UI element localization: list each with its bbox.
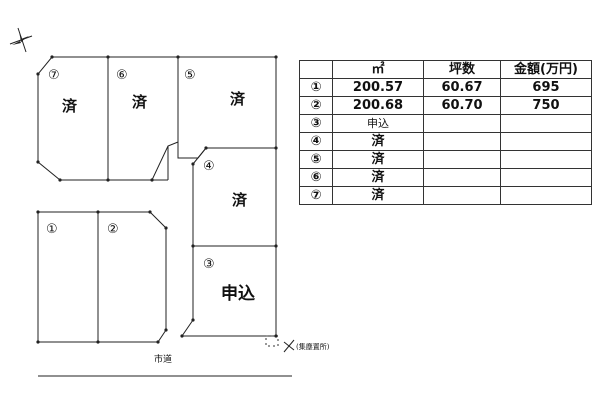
- row-no: ⑥: [299, 168, 333, 187]
- row-no: ①: [299, 78, 333, 97]
- lot-5-number: ⑤: [184, 68, 196, 83]
- row-price: [500, 168, 592, 187]
- table-row: ⑥ 済: [299, 168, 592, 187]
- lot-1-number: ①: [46, 222, 58, 237]
- survey-pins: [36, 55, 278, 344]
- row-sqm: 200.68: [332, 96, 424, 115]
- row-no: ②: [299, 96, 333, 115]
- price-table: ㎡ 坪数 金額(万円) ① 200.57 60.67 695 ② 200.68 …: [299, 60, 592, 205]
- lot-3-status: 申込: [221, 283, 255, 304]
- row-tsubo: 60.70: [423, 96, 501, 115]
- lot-6-number: ⑥: [116, 68, 128, 83]
- row-tsubo: [423, 150, 501, 169]
- row-no: ④: [299, 132, 333, 151]
- lot-7-status: 済: [62, 97, 78, 115]
- row-price: [500, 150, 592, 169]
- row-sqm: 済: [332, 186, 424, 205]
- table-row: ① 200.57 60.67 695: [299, 78, 592, 97]
- lot-5-status: 済: [230, 90, 246, 108]
- table-row: ⑦ 済: [299, 186, 592, 205]
- row-sqm: 済: [332, 150, 424, 169]
- lot-4-status: 済: [232, 191, 248, 209]
- table-row: ③ 申込: [299, 114, 592, 133]
- row-tsubo: [423, 114, 501, 133]
- row-price: 695: [500, 78, 592, 97]
- lot-3-number: ③: [203, 257, 215, 272]
- boundary-markers: [265, 335, 295, 353]
- row-tsubo: 60.67: [423, 78, 501, 97]
- row-tsubo: [423, 168, 501, 187]
- table-row: ② 200.68 60.70 750: [299, 96, 592, 115]
- row-price: [500, 186, 592, 205]
- header-sqm: ㎡: [332, 60, 424, 79]
- header-price: 金額(万円): [500, 60, 592, 79]
- table-row: ④ 済: [299, 132, 592, 151]
- row-sqm: 申込: [332, 114, 424, 133]
- row-price: [500, 114, 592, 133]
- compass-north-arrow-icon: [9, 27, 33, 53]
- row-sqm: 200.57: [332, 78, 424, 97]
- row-tsubo: [423, 132, 501, 151]
- row-sqm: 済: [332, 132, 424, 151]
- header-tsubo: 坪数: [423, 60, 501, 79]
- table-row: ⑤ 済: [299, 150, 592, 169]
- row-price: 750: [500, 96, 592, 115]
- lot-7-number: ⑦: [48, 68, 60, 83]
- row-no: ⑤: [299, 150, 333, 169]
- row-no: ③: [299, 114, 333, 133]
- row-sqm: 済: [332, 168, 424, 187]
- road-label: 市道: [154, 353, 172, 365]
- collection-point-label: (集塵置所): [296, 342, 330, 351]
- row-price: [500, 132, 592, 151]
- header-no: [299, 60, 333, 79]
- table-header-row: ㎡ 坪数 金額(万円): [299, 60, 592, 79]
- lot-6-status: 済: [132, 93, 148, 111]
- row-no: ⑦: [299, 186, 333, 205]
- lot-2-number: ②: [107, 222, 119, 237]
- row-tsubo: [423, 186, 501, 205]
- lot-4-number: ④: [203, 159, 215, 174]
